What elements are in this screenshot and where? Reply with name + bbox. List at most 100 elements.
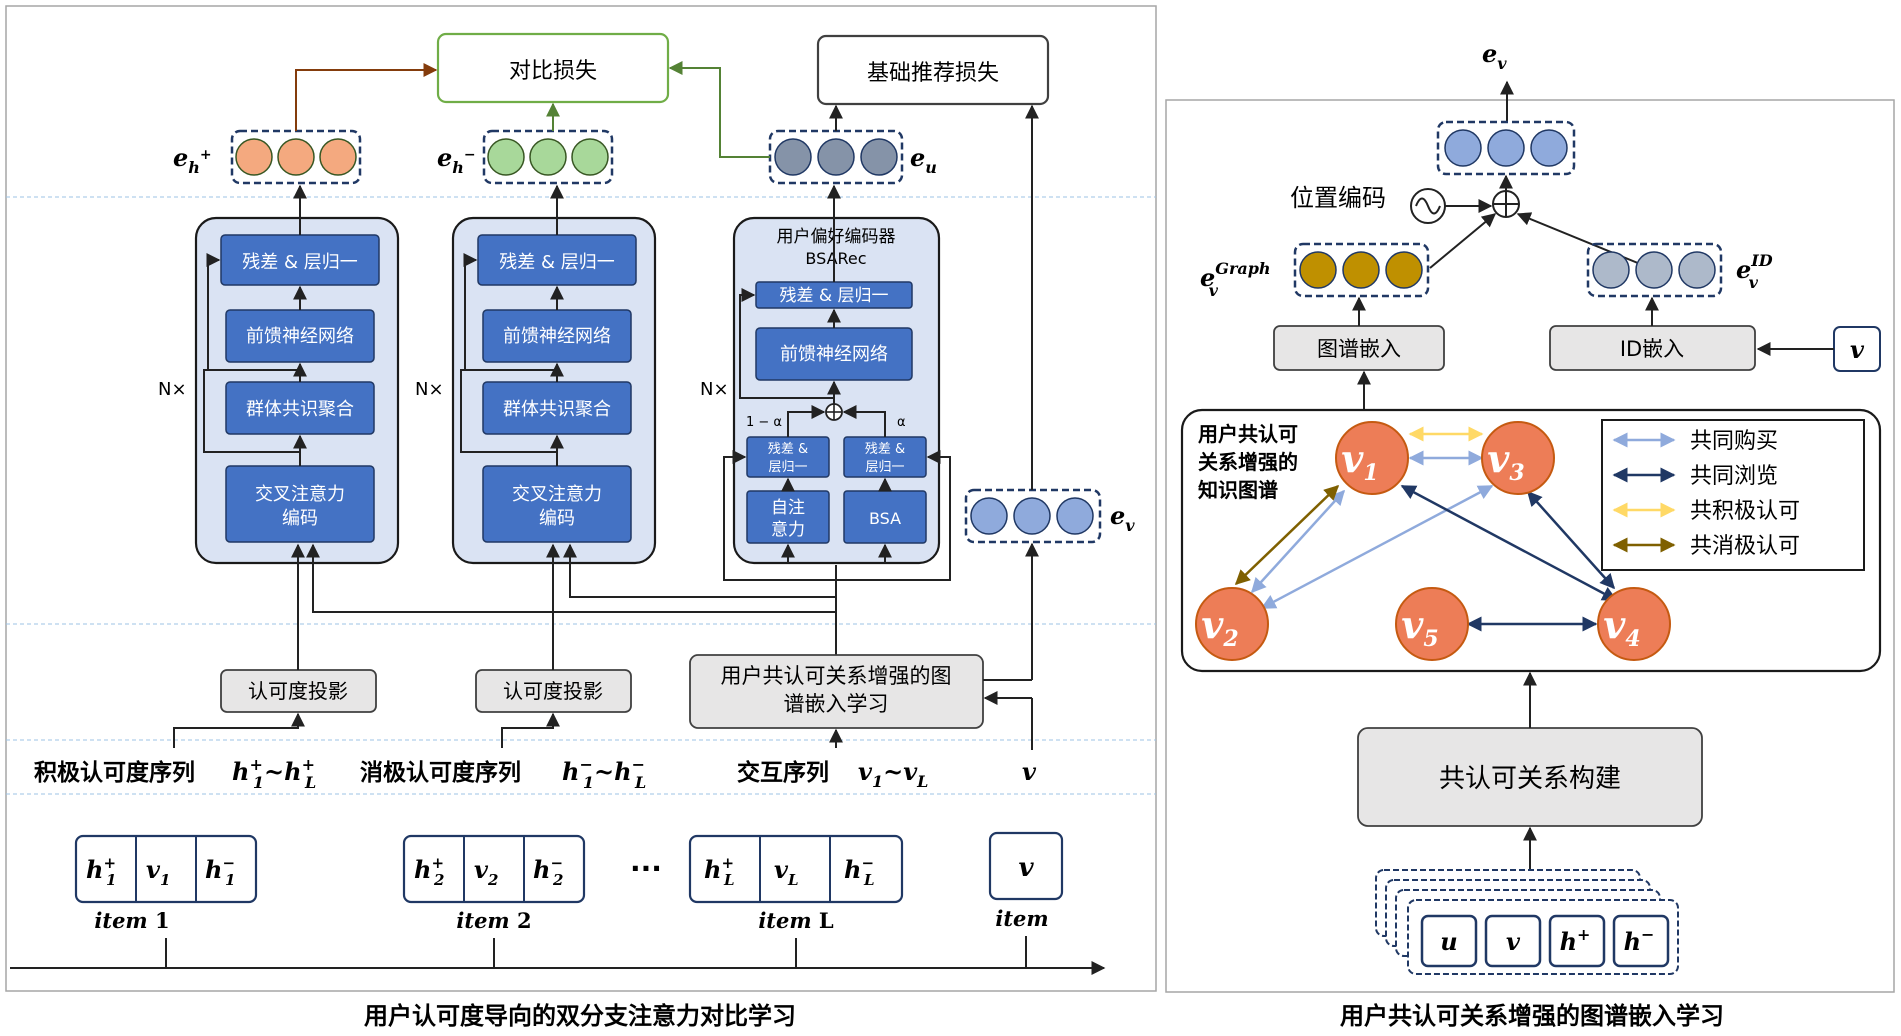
stack-h-pos: h+ — [1560, 925, 1591, 956]
projection-label: 认可度投影 — [248, 679, 348, 703]
legend: 共同购买 共同浏览 共积极认可 共消极认可 — [1601, 419, 1865, 571]
svg-text:积极认可度序列: 积极认可度序列 — [34, 759, 195, 786]
construction-box: 共认可关系构建 — [1357, 671, 1703, 827]
self-attn-l2: 意力 — [771, 520, 805, 540]
knowledge-graph: 用户共认可 关系增强的 知识图谱 v1 v3 v2 — [1180, 408, 1882, 673]
contrastive-loss-label: 对比损失 — [509, 59, 597, 84]
node-v2: v2 — [1195, 587, 1269, 661]
stack-u: u — [1440, 927, 1457, 956]
legend-co-buy: 共同购买 — [1690, 429, 1778, 454]
projection-label: 认可度投影 — [503, 679, 603, 703]
cross-attn-label-1: 交叉注意力 — [255, 484, 345, 505]
svg-text:v5: v5 — [1401, 602, 1438, 652]
n-times-label: N× — [158, 379, 187, 400]
svg-text:h−2: h−2 — [533, 854, 563, 889]
res-small-1-l2: 层归一 — [768, 460, 807, 475]
svg-text:v4: v4 — [1603, 602, 1640, 652]
neg-projection: 认可度投影 — [475, 543, 632, 713]
svg-text:h+1~h+L: h+1~h+L — [232, 755, 316, 792]
alpha-label: α — [897, 415, 906, 430]
item-embedding: ev — [964, 488, 1135, 544]
pos-encoder: N× 残差 & 层归一 前馈神经网络 群体共识聚合 交叉注意力 编码 — [158, 184, 400, 565]
v-input-box: v — [1756, 326, 1881, 372]
legend-co-neg: 共消极认可 — [1690, 534, 1800, 559]
pos-sequence-label: 积极认可度序列 h+1~h+L — [34, 755, 316, 792]
svg-text:h+2: h+2 — [414, 854, 444, 889]
tuple-stack: u v h+ h− — [1375, 869, 1679, 975]
legend-co-view: 共同浏览 — [1690, 464, 1778, 489]
graph-learning-box: 用户共认可关系增强的图 谱嵌入学习 — [689, 542, 1039, 750]
kg-title-3: 知识图谱 — [1198, 478, 1278, 502]
svg-text:v1: v1 — [146, 855, 170, 889]
node-v1: v1 — [1335, 421, 1409, 495]
svg-text:v1~vL: v1~vL — [858, 757, 928, 791]
interaction-sequence-label: 交互序列 v1~vL — [737, 757, 928, 791]
svg-text:v: v — [1018, 853, 1034, 883]
target-v-label: v — [1022, 757, 1037, 786]
left-caption: 用户认可度导向的双分支注意力对比学习 — [364, 1002, 796, 1030]
svg-text:item L: item L — [758, 908, 834, 933]
res-small-2-l2: 层归一 — [865, 460, 904, 475]
residual-block-label: 残差 & 层归一 — [499, 252, 614, 273]
contrastive-loss-box: 对比损失 — [436, 32, 670, 104]
ffn-block-label: 前馈神经网络 — [780, 344, 888, 365]
id-embed-box: ID嵌入 — [1549, 296, 1756, 371]
kg-title-2: 关系增强的 — [1198, 450, 1298, 474]
graph-learning-label-1: 用户共认可关系增强的图 — [721, 664, 952, 688]
output-ev-label: ev — [1482, 39, 1507, 73]
group-block-label: 群体共识聚合 — [503, 399, 611, 420]
stack-h-neg: h− — [1624, 925, 1655, 956]
e-u-label: eu — [910, 143, 937, 177]
svg-text:消极认可度序列: 消极认可度序列 — [360, 759, 521, 786]
svg-text:h+1: h+1 — [86, 854, 116, 889]
position-encoding-label: 位置编码 — [1290, 184, 1386, 212]
graph-learning-label-2: 谱嵌入学习 — [784, 692, 889, 716]
svg-text:h−1~h−L: h−1~h−L — [562, 755, 646, 792]
residual-block-label: 残差 & 层归一 — [779, 286, 888, 306]
neg-encoder: N× 残差 & 层归一 前馈神经网络 群体共识聚合 交叉注意力 编码 — [415, 184, 657, 565]
neg-sequence-label: 消极认可度序列 h−1~h−L — [360, 755, 646, 792]
svg-text:h−1: h−1 — [205, 854, 235, 889]
res-small-1-l1: 残差 & — [768, 442, 808, 457]
target-item: v item — [988, 831, 1064, 931]
output-embedding — [1436, 120, 1576, 176]
user-embedding: eu — [768, 129, 937, 185]
ellipsis: ··· — [630, 852, 662, 885]
n-times-label: N× — [415, 379, 444, 400]
ffn-block-label: 前馈神经网络 — [246, 326, 354, 347]
svg-text:v3: v3 — [1487, 436, 1524, 486]
stack-v: v — [1506, 927, 1521, 956]
self-attn-l1: 自注 — [771, 498, 805, 518]
left-panel: 对比损失 基础推荐损失 eh+ eh− eu — [5, 5, 1157, 1030]
node-v3: v3 — [1481, 421, 1555, 495]
encoder-title: 用户偏好编码器 — [777, 227, 896, 247]
svg-text:v1: v1 — [1341, 436, 1378, 486]
svg-text:vL: vL — [774, 855, 799, 889]
encoder-subtitle: BSARec — [805, 249, 866, 268]
bsa-label: BSA — [869, 509, 901, 528]
negative-embedding: eh− — [437, 129, 614, 185]
e-v-label: ev — [1110, 501, 1135, 535]
item-2: h+2 v2 h−2 item 2 — [402, 834, 586, 933]
ffn-block-label: 前馈神经网络 — [503, 326, 611, 347]
base-loss-label: 基础推荐损失 — [867, 61, 999, 86]
node-v5: v5 — [1395, 587, 1469, 661]
cross-attn-label-2: 编码 — [539, 508, 575, 529]
svg-text:交互序列: 交互序列 — [737, 759, 829, 786]
svg-text:item 1: item 1 — [94, 908, 169, 933]
svg-text:图谱嵌入: 图谱嵌入 — [1317, 337, 1401, 361]
pos-projection: 认可度投影 — [220, 543, 377, 713]
svg-text:v: v — [1850, 335, 1865, 364]
node-v4: v4 — [1597, 587, 1671, 661]
legend-co-pos: 共积极认可 — [1690, 499, 1800, 524]
svg-text:v2: v2 — [474, 855, 498, 889]
residual-block-label: 残差 & 层归一 — [242, 252, 357, 273]
svg-text:item 2: item 2 — [456, 908, 531, 933]
cross-attn-label-2: 编码 — [282, 508, 318, 529]
e-h-pos-label: eh+ — [173, 143, 212, 177]
n-times-label: N× — [700, 379, 729, 400]
